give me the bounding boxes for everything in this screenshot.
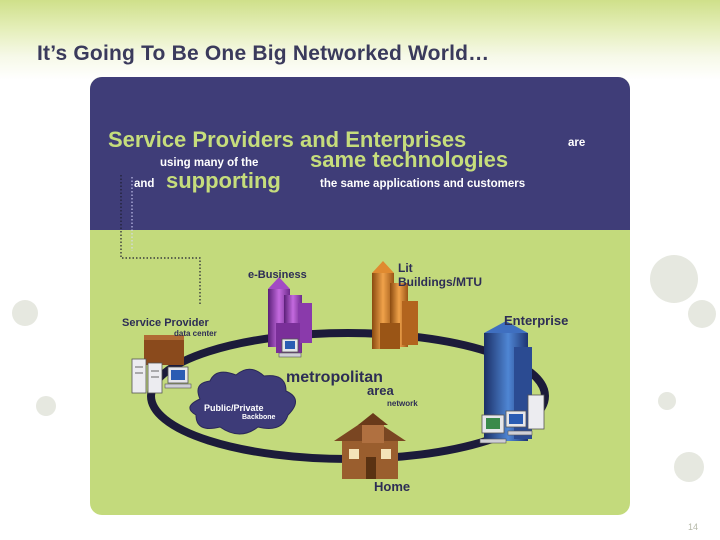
ring-label-network: network [387, 399, 418, 408]
ring-label-area: area [367, 383, 394, 398]
decor-dot [658, 392, 676, 410]
banner-headline-2: same technologies [310, 147, 509, 172]
banner-text-3: and [134, 178, 155, 190]
network-diagram [120, 175, 549, 479]
home-house-icon [334, 413, 406, 479]
decor-dot [12, 300, 38, 326]
decor-dot [674, 452, 704, 482]
slide-title: It’s Going To Be One Big Networked World… [37, 42, 490, 65]
label-enterprise: Enterprise [504, 313, 569, 328]
label-lit: Lit [398, 261, 413, 275]
dotted-connector [120, 175, 201, 305]
label-ebusiness: e-Business [248, 269, 307, 281]
lit-buildings-icon [372, 261, 418, 349]
banner: Service Providers and Enterprises are us… [90, 77, 630, 230]
diagram-panel: Service Providers and Enterprises are us… [90, 77, 630, 515]
ebusiness-computer-icon [278, 338, 302, 358]
data-center-computer-icon [164, 366, 192, 389]
decor-dot [688, 300, 716, 328]
banner-headline-1: Service Providers and Enterprises [108, 127, 467, 152]
enterprise-computers-icon [479, 394, 545, 444]
cloud-label-backbone: Backbone [242, 414, 276, 421]
ring-label-metropolitan: metropolitan [286, 369, 383, 386]
label-service-provider: Service Provider [122, 317, 209, 329]
label-data-center: data center [174, 329, 217, 338]
decor-dot [36, 396, 56, 416]
banner-text-1: are [568, 137, 586, 149]
banner-text-4: the same applications and customers [320, 178, 526, 190]
decor-dot [650, 255, 698, 303]
backbone-cloud-icon [189, 368, 296, 435]
page-number: 14 [688, 522, 699, 532]
cloud-label-public-private: Public/Private [204, 403, 264, 413]
data-center-servers-icon [131, 335, 184, 394]
label-home: Home [374, 479, 411, 494]
banner-headline-3: supporting [166, 168, 281, 193]
title-background [0, 0, 720, 80]
label-lit-buildings: Buildings/MTU [398, 275, 482, 289]
banner-text-2: using many of the [160, 157, 259, 169]
